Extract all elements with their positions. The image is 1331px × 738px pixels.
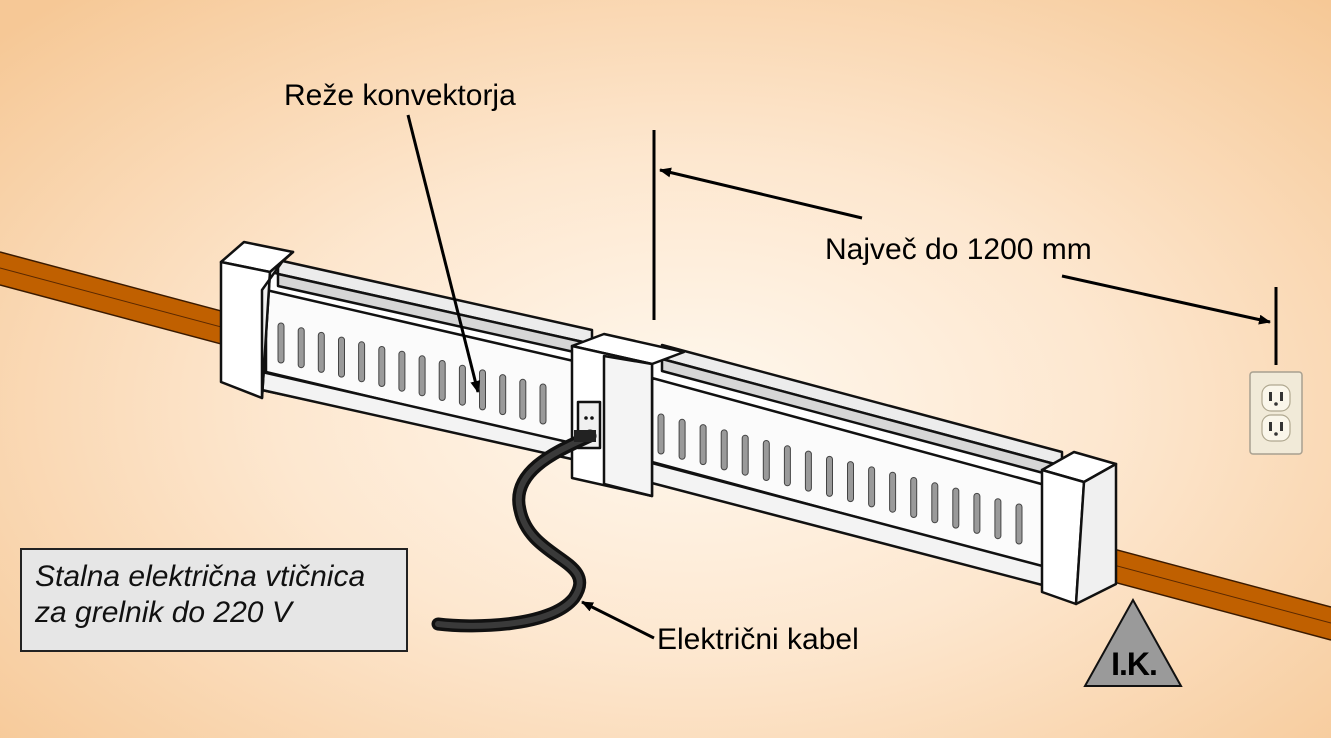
convector-slot xyxy=(539,383,547,425)
dimension-arrow-left xyxy=(659,167,863,220)
convector-slot xyxy=(783,445,791,487)
leader-cable-arrow xyxy=(581,600,655,640)
convector-slot xyxy=(378,346,386,387)
convector-slot xyxy=(973,492,981,534)
label-power-cable: Električni kabel xyxy=(657,623,859,656)
convector-slot xyxy=(277,322,285,364)
convector-slot xyxy=(741,434,749,476)
convector-slot xyxy=(398,350,406,392)
convector-slot xyxy=(438,360,446,401)
outlet-note-box: Stalna električna vtičnica za grelnik do… xyxy=(20,548,408,652)
ik-triangle xyxy=(1083,597,1183,687)
convector-slot xyxy=(868,466,876,508)
convector-slot xyxy=(847,461,854,503)
convector-slot xyxy=(519,378,527,420)
convector-slot xyxy=(699,424,707,466)
outlet-note-line2: za grelnik do 220 V xyxy=(35,596,292,629)
convector-slot xyxy=(1015,503,1023,545)
ik-mark-text: I.K. xyxy=(1111,646,1158,682)
convector-slot xyxy=(720,429,728,471)
label-max-distance: Največ do 1200 mm xyxy=(825,233,1092,266)
convector-slot xyxy=(358,341,366,383)
convector-slot xyxy=(889,471,897,513)
convector-slot xyxy=(931,482,939,524)
dimension-arrow-right xyxy=(1061,274,1271,325)
convector-slot xyxy=(338,336,345,378)
convector-slot xyxy=(458,364,466,406)
end-cap-left xyxy=(219,240,295,400)
convector-slot xyxy=(804,450,812,492)
convector-slot xyxy=(762,440,770,481)
convector-slot xyxy=(678,418,686,460)
convector-slot xyxy=(479,369,486,411)
power-cable xyxy=(431,429,597,633)
dimension-annotation xyxy=(652,130,1278,365)
wall-outlet xyxy=(1249,371,1303,455)
junction-box xyxy=(570,332,686,498)
label-convector-slots: Reže konvektorja xyxy=(284,79,516,112)
convector-slot xyxy=(418,355,426,397)
convector-slots xyxy=(277,322,1023,545)
convector-slot xyxy=(994,498,1002,540)
convector-slot xyxy=(657,413,665,455)
convector-slot xyxy=(826,455,833,497)
leader-slots-arrow xyxy=(406,114,481,393)
end-cap-right xyxy=(1040,450,1118,606)
outlet-note-line1: Stalna električna vtičnica xyxy=(35,560,366,593)
leader-lines xyxy=(406,114,655,640)
convector-slot xyxy=(499,374,507,416)
convector-slot xyxy=(297,327,305,369)
convector-slot xyxy=(910,477,918,518)
convector-slot xyxy=(317,331,325,373)
convector-slot xyxy=(952,487,960,529)
